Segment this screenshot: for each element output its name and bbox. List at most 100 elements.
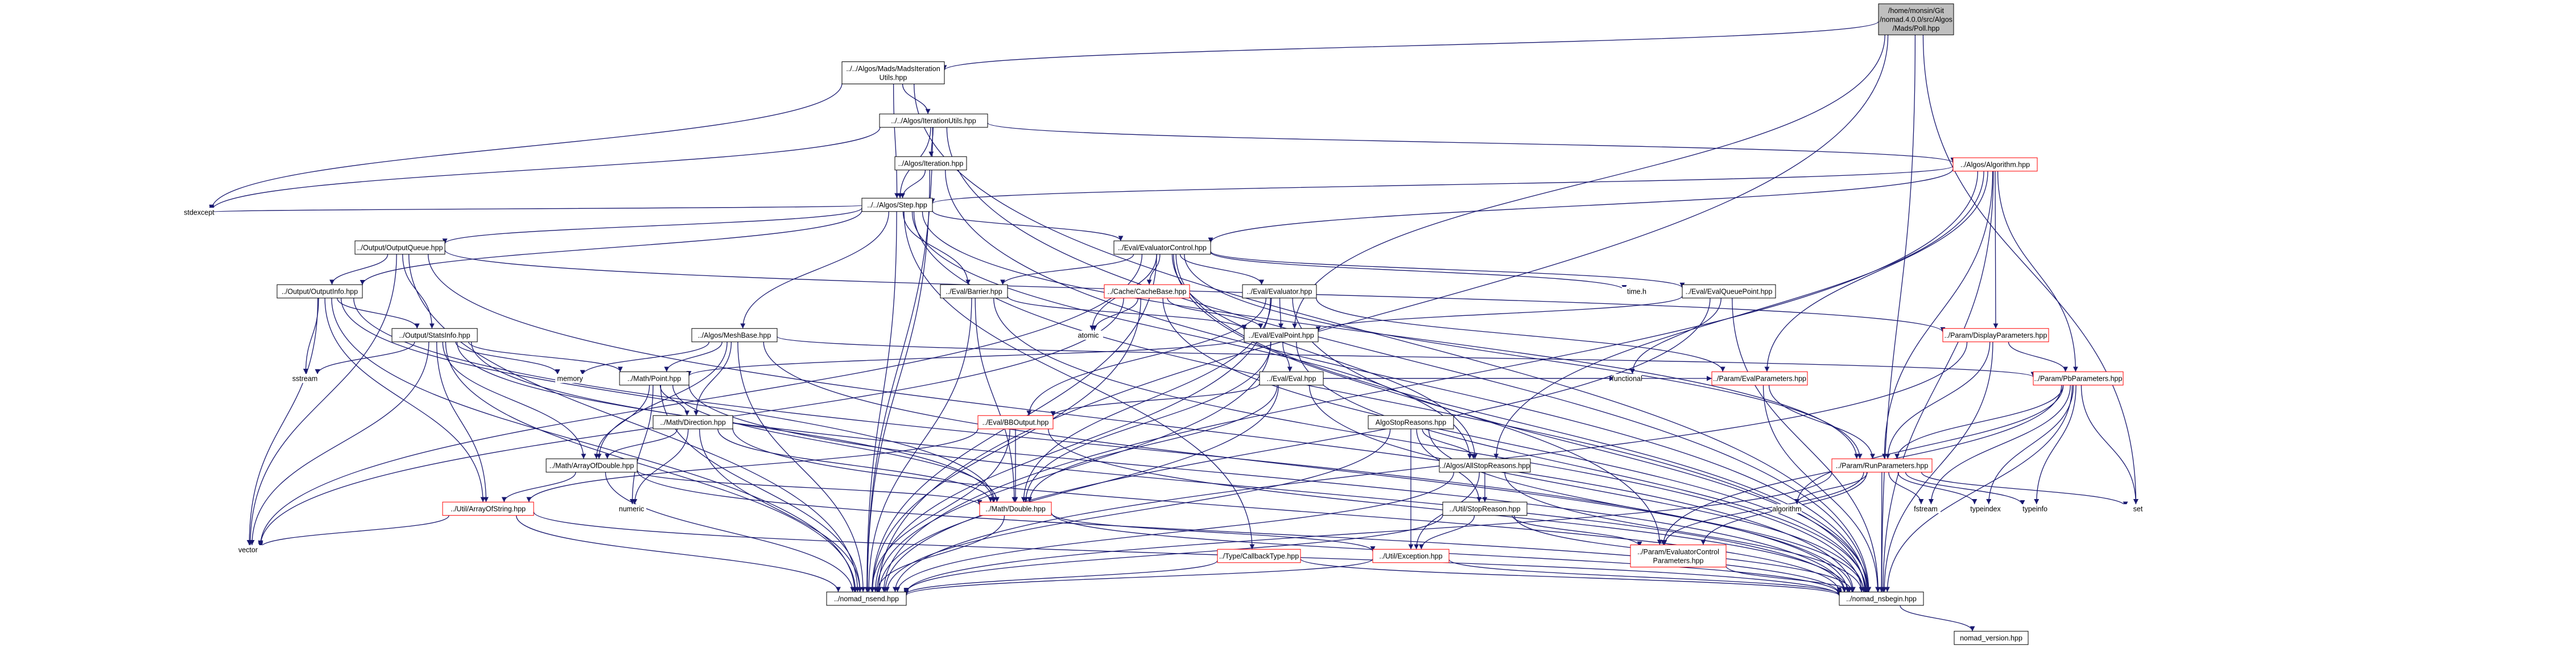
node-barrier[interactable]: ../Eval/Barrier.hpp (940, 284, 1008, 299)
dependency-edge-outinfo-to-vector (246, 298, 319, 546)
dependency-edge-algorithm_hpp-to-step (930, 166, 1954, 204)
dependency-edge-mathpoint-to-mathdouble (672, 385, 1000, 502)
dependency-edge-runparams-to-typeinfo (1905, 472, 2025, 505)
node-box-root (1878, 3, 1954, 35)
node-label-backing-fstream (1911, 504, 1941, 513)
node-outqueue[interactable]: ../Output/OutputQueue.hpp (354, 240, 445, 255)
node-box-iterutils (879, 113, 988, 128)
node-evalparams[interactable]: ../Param/EvalParameters.hpp (1711, 371, 1808, 386)
node-evaluator[interactable]: ../Eval/Evaluator.hpp (1242, 284, 1317, 299)
node-evalpoint[interactable]: ../Eval/EvalPoint.hpp (1244, 328, 1319, 343)
node-label-backing-set (2123, 504, 2153, 513)
node-label-backing-vector (233, 545, 263, 554)
node-box-algorithm_hpp (1952, 157, 2038, 172)
dependency-edge-mathpoint-to-arrayofdouble (593, 385, 650, 459)
node-label-iterutils-line-0: ../../Algos/IterationUtils.hpp (891, 117, 976, 125)
node-label-madsiter-line-0: ../../Algos/Mads/MadsIteration (846, 65, 940, 73)
node-evalhpp[interactable]: ../Eval/Eval.hpp (1259, 371, 1324, 386)
node-statsinfo[interactable]: ../Output/StatsInfo.hpp (391, 328, 478, 343)
node-box-step (861, 197, 933, 212)
node-box-iteration (894, 156, 967, 171)
dependency-edge-displayparams-to-runparams (1885, 341, 1991, 459)
dependency-edge-madsiter-to-nomadnsbegin (914, 84, 1872, 592)
node-label-arrayofstring-line-0: ../Util/ArrayOfString.hpp (451, 505, 526, 513)
node-mathpoint[interactable]: ../Math/Point.hpp (619, 371, 690, 386)
node-mathdouble[interactable]: ../Math/Double.hpp (979, 501, 1052, 516)
dependency-edge-algorithm_hpp-to-nomadnsend (881, 171, 1979, 592)
node-label-direction-line-0: ../Math/Direction.hpp (660, 419, 725, 427)
node-box-evalhpp (1259, 371, 1324, 386)
node-label-backing-functional (1612, 374, 1642, 383)
dependency-edge-algorithm_hpp-to-evalctrl (1208, 168, 1954, 243)
dependency-edge-algorithm_hpp-to-pbparams (1997, 171, 2078, 372)
node-box-direction (653, 415, 733, 430)
node-evalctrl[interactable]: ../Eval/EvaluatorControl.hpp (1113, 240, 1211, 255)
node-root[interactable]: /home/monsin/Git/nomad.4.0.0/src/Algos/M… (1878, 3, 1954, 35)
dependency-edge-direction-to-numeric (632, 428, 689, 505)
node-arrayofstring[interactable]: ../Util/ArrayOfString.hpp (442, 501, 534, 516)
node-iterutils[interactable]: ../../Algos/IterationUtils.hpp (879, 113, 988, 128)
node-atomic: atomic (1074, 331, 1103, 340)
node-label-stdexcept-line-0: stdexcept (184, 209, 214, 217)
node-callbacktype[interactable]: ../Type/CallbackType.hpp (1217, 549, 1301, 563)
node-label-backing-numeric (617, 504, 646, 513)
node-stopreason[interactable]: ../Util/StopReason.hpp (1442, 501, 1528, 516)
node-label-evalctrlparams-line-1: Parameters.hpp (1653, 557, 1704, 565)
node-label-root-line-1: /nomad.4.0.0/src/Algos (1880, 16, 1952, 24)
node-bboutput[interactable]: ../Eval/BBOutput.hpp (977, 415, 1054, 430)
node-evalqp[interactable]: ../Eval/EvalQueuePoint.hpp (1682, 284, 1776, 299)
node-label-mathpoint-line-0: ../Math/Point.hpp (628, 375, 682, 383)
node-runparams[interactable]: ../Param/RunParameters.hpp (1831, 458, 1933, 473)
dependency-edge-evalparams-to-nomadnsbegin (1762, 385, 1880, 592)
node-nomadversion[interactable]: nomad_version.hpp (1954, 631, 2029, 645)
dependency-edge-statsinfo-to-vector (249, 341, 430, 546)
dependency-edge-evalpoint-to-mathdouble (1023, 341, 1272, 502)
dependency-edge-iterutils-to-stdexcept (209, 127, 881, 211)
node-label-outqueue-line-0: ../Output/OutputQueue.hpp (357, 244, 443, 252)
node-allstopreasons[interactable]: ../Algos/AllStopReasons.hpp (1439, 458, 1531, 473)
dependency-edge-stopreason-to-exception (1418, 515, 1475, 550)
dependency-edge-statsinfo-to-memory (455, 341, 560, 375)
dependency-edge-iterutils-to-algorithm_hpp (987, 122, 1956, 163)
dependency-edge-madsiter-to-stdexcept (209, 83, 843, 210)
node-iteration[interactable]: ../Algos/Iteration.hpp (894, 156, 967, 171)
node-box-evaluator (1242, 284, 1317, 299)
dependency-edge-algorithm_hpp-to-displayparams (1993, 171, 1999, 329)
dependency-edge-step-to-callbacktype (903, 211, 1255, 550)
dependency-edge-arrayofstring-to-nomadnsend (515, 515, 841, 592)
dependency-edge-evalctrl-to-runparams (1184, 254, 1863, 459)
dependency-edge-evalhpp-to-mathdouble (1027, 385, 1278, 502)
node-box-madsiter (841, 61, 945, 84)
node-label-outinfo-line-0: ../Output/OutputInfo.hpp (282, 288, 358, 296)
node-numeric: numeric (617, 504, 646, 513)
node-arrayofdouble[interactable]: ../Math/ArrayOfDouble.hpp (546, 458, 638, 473)
node-pbparams[interactable]: ../Param/PbParameters.hpp (2033, 371, 2124, 386)
dependency-edge-arrayofstring-to-nomadnsbegin (533, 512, 1842, 596)
node-direction[interactable]: ../Math/Direction.hpp (653, 415, 733, 430)
node-label-iteration-line-0: ../Algos/Iteration.hpp (898, 160, 964, 168)
node-exception[interactable]: ../Util/Exception.hpp (1372, 549, 1450, 563)
dependency-edge-arrayofdouble-to-nomadnsend (605, 472, 856, 592)
node-algostopreasons[interactable]: AlgoStopReasons.hpp (1368, 415, 1454, 430)
node-box-meshbase (691, 328, 778, 343)
dependency-edge-direction-to-nomadnsbegin (732, 428, 1842, 593)
node-cache[interactable]: ../Cache/CacheBase.hpp (1104, 284, 1190, 299)
dependency-edge-nomadnsbegin-to-nomadversion (1900, 605, 1975, 632)
dependency-edge-evalctrl-to-timeh (1210, 252, 1627, 291)
dependency-edge-algostopreasons-to-allstopreasons (1422, 428, 1476, 459)
dependency-edge-evalhpp-to-nomadnsend (877, 385, 1279, 592)
node-algorithm_hpp[interactable]: ../Algos/Algorithm.hpp (1952, 157, 2038, 172)
node-meshbase[interactable]: ../Algos/MeshBase.hpp (691, 328, 778, 343)
node-displayparams[interactable]: ../Param/DisplayParameters.hpp (1942, 328, 2049, 343)
dependency-edge-bboutput-to-arrayofstring (526, 428, 979, 502)
dependency-edge-evaluator-to-nomadnsend (873, 298, 1271, 592)
node-step[interactable]: ../../Algos/Step.hpp (861, 197, 933, 212)
dependency-edge-arrayofstring-to-vector (258, 515, 449, 548)
node-nomadnsbegin[interactable]: ../nomad_nsbegin.hpp (1839, 591, 1924, 606)
node-nomadnsend[interactable]: ../nomad_nsend.hpp (826, 591, 907, 606)
dependency-edge-evalpoint-to-mathpoint (686, 337, 1245, 377)
dependency-edge-runparams-to-typeindex (1897, 472, 1978, 505)
node-outinfo[interactable]: ../Output/OutputInfo.hpp (276, 284, 363, 299)
